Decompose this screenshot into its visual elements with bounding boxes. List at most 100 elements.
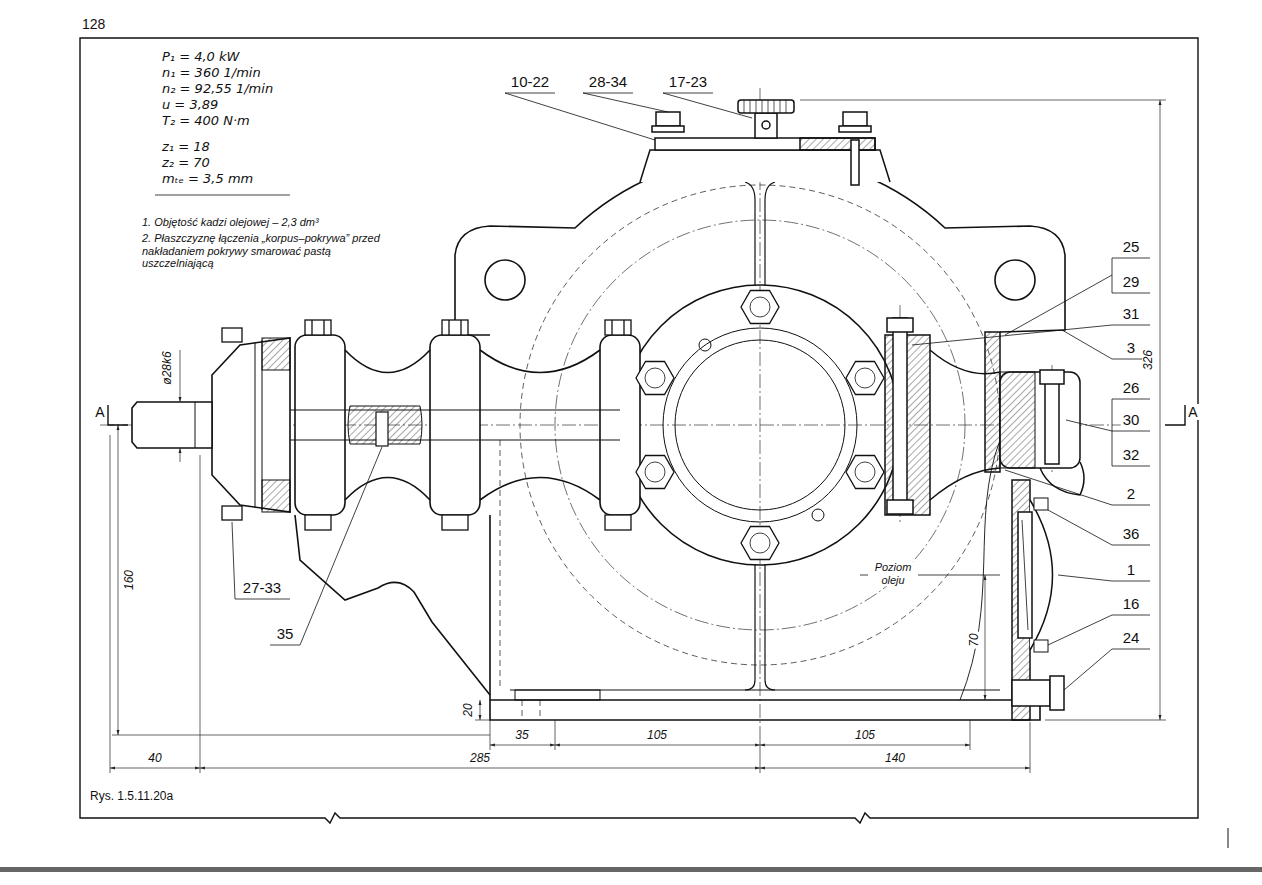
input-shaft-housing [132, 335, 640, 515]
inspection-cover [640, 100, 890, 185]
section-view-part [887, 500, 913, 514]
section-view [860, 318, 1084, 720]
bolt-symbol-part [645, 368, 665, 388]
callout-number: 29 [1121, 273, 1142, 290]
page-number: 128 [80, 16, 107, 32]
dimension-line-part [490, 720, 970, 773]
sheet-frame-part [1228, 828, 1229, 848]
dimension: 105 [645, 729, 669, 743]
section-mark-part [108, 405, 128, 425]
inspection-cover-part [800, 138, 875, 150]
section-view-part [1018, 512, 1032, 638]
dimension-line-part [800, 100, 1166, 720]
dimension-line-part [112, 735, 490, 736]
sheet-frame [80, 38, 1228, 848]
section-view-part [1050, 676, 1064, 710]
dimension-line-part [200, 768, 760, 769]
leader-line-part [1048, 510, 1150, 545]
bolt-symbol-part [636, 456, 674, 489]
callout-number: 17-23 [667, 73, 709, 90]
section-view-part [960, 440, 1000, 700]
bolt-symbol-part [460, 320, 461, 335]
bolt-symbol-part [323, 320, 324, 335]
section-view-part [1000, 372, 1035, 468]
bolt-symbol-part [305, 515, 331, 530]
callout-number: 31 [1121, 305, 1142, 322]
spec-value: n₂ = 92,55 1/min [160, 82, 275, 97]
spec-value: P₁ = 4,0 kW [160, 50, 241, 65]
section-mark [108, 405, 1185, 425]
dimension-line-part [180, 448, 181, 462]
housing-outline-part [515, 690, 600, 700]
hidden-line-part [500, 440, 501, 690]
input-shaft-housing-part [600, 335, 640, 515]
dimension-line-part [1160, 100, 1161, 720]
bolt-symbol-part [222, 506, 242, 520]
sheet-frame-part [155, 195, 290, 196]
leader-line-part [1005, 258, 1150, 335]
bolt-symbol-part [750, 297, 770, 317]
input-shaft-housing-part [345, 350, 600, 500]
input-shaft-housing-part [376, 412, 388, 446]
dimension-line-part [475, 720, 490, 721]
leader-line-part [1066, 399, 1150, 466]
bolt-symbol-part [741, 527, 779, 560]
housing-outline-part [489, 515, 491, 700]
inspection-cover-part [851, 140, 859, 185]
callout-number: 1 [1125, 561, 1137, 578]
bolt-symbol-part [855, 462, 875, 482]
housing-outline [295, 155, 1065, 720]
bolt-symbol-part [645, 462, 665, 482]
bolt-symbol-part [623, 320, 624, 335]
oil-level-label: Poziom oleju [868, 561, 918, 586]
dimension: 35 [513, 729, 530, 743]
sheet-frame-part [80, 38, 1198, 823]
input-shaft-housing-part [212, 338, 290, 512]
housing-outline-part [699, 339, 711, 351]
hidden-line-part [540, 700, 541, 720]
input-shaft-housing-part [262, 338, 290, 370]
inspection-cover-part [652, 126, 684, 132]
spec-value: T₂ = 400 N·m [160, 114, 252, 129]
dimension-line-part [490, 745, 555, 746]
callout-number: 3 [1125, 339, 1137, 356]
bolt-symbol-part [846, 362, 884, 395]
bolt-symbol-part [448, 320, 449, 335]
callout-number: 2 [1125, 485, 1137, 502]
section-view-part [1040, 462, 1084, 495]
bolt-symbol-part [605, 320, 631, 335]
section-view-part [1034, 640, 1048, 652]
input-shaft-housing-part [195, 402, 196, 448]
dimension-line-part [180, 350, 181, 402]
callout-number: 27-33 [241, 579, 283, 596]
bolt-symbol-part [611, 320, 612, 335]
section-view-part [1030, 500, 1053, 650]
center-line [100, 88, 1135, 735]
dimension-line-part [118, 425, 119, 735]
dimension-line [110, 100, 1166, 773]
bolt-symbol-part [222, 328, 242, 342]
input-shaft-housing-part [262, 340, 263, 510]
inspection-cover-part [655, 138, 875, 150]
bolt-symbol-part [442, 515, 468, 530]
leader-line-part [505, 93, 713, 94]
bolt-symbol-part [750, 533, 770, 553]
section-view-part [1034, 498, 1048, 510]
dimension-line-part [110, 435, 1030, 773]
input-shaft-housing-part [290, 410, 620, 411]
spec-value: u = 3,89 [160, 98, 220, 113]
section-mark-part [1165, 405, 1185, 425]
note: 2. Płaszczyznę łączenia „korpus–pokrywa”… [140, 232, 384, 270]
leader-line-part [270, 447, 382, 645]
center-line-part [555, 220, 965, 630]
section-mark: A [93, 404, 106, 420]
callout-number: 28-34 [587, 73, 629, 90]
dimension-line-part [480, 700, 481, 720]
bolt-symbol-part [311, 320, 312, 335]
callout-number: 32 [1121, 446, 1142, 463]
bolt-symbol-part [442, 320, 468, 335]
dimension-line-part [985, 575, 986, 700]
hidden-line [318, 185, 1000, 720]
